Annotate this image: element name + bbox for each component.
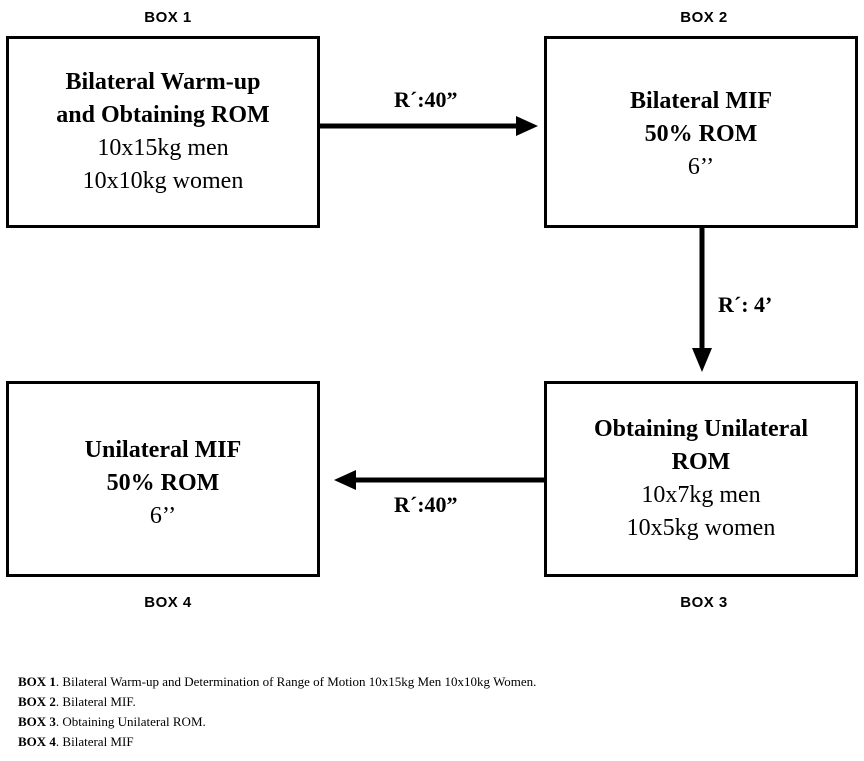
arrow-box3-to-box4-label: R´:40” (394, 492, 458, 517)
footnote-box-3: BOX 3. Obtaining Unilateral ROM. (18, 712, 536, 732)
box-3-label: BOX 3 (680, 594, 728, 611)
arrow-box3-to-box4 (334, 470, 544, 490)
box-1-men-load: 10x15kg men (97, 135, 229, 161)
footnote-box-1: BOX 1. Bilateral Warm-up and Determinati… (18, 672, 536, 692)
box-2: Bilateral MIF 50% ROM 6’’ (544, 36, 858, 228)
box-4-label: BOX 4 (144, 594, 192, 611)
box-1-title-line-2: and Obtaining ROM (56, 102, 270, 128)
box-3-title-line-2: ROM (671, 449, 731, 475)
footnote-box-4-key: BOX 4 (18, 734, 56, 749)
box-3: Obtaining Unilateral ROM 10x7kg men 10x5… (544, 381, 858, 577)
box-3-women-load: 10x5kg women (626, 515, 776, 541)
arrow-box1-to-box2-label: R´:40” (394, 87, 458, 112)
box-1-women-load: 10x10kg women (82, 168, 244, 194)
footnote-box-1-text: . Bilateral Warm-up and Determination of… (55, 674, 537, 689)
box-1: Bilateral Warm-up and Obtaining ROM 10x1… (6, 36, 320, 228)
arrow-box2-to-box3-label: R´: 4’ (718, 292, 773, 317)
box-1-title-line-1: Bilateral Warm-up (65, 69, 261, 95)
box-4: Unilateral MIF 50% ROM 6’’ (6, 381, 320, 577)
footnote-box-3-key: BOX 3 (18, 714, 56, 729)
box-3-title-line-1: Obtaining Unilateral (593, 416, 809, 442)
footnote-box-2: BOX 2. Bilateral MIF. (18, 692, 536, 712)
box-1-label: BOX 1 (144, 9, 192, 26)
box-2-title-line-1: Bilateral MIF (630, 88, 772, 114)
footnote-box-1-key: BOX 1 (18, 674, 56, 689)
footnote-box-4: BOX 4. Bilateral MIF (18, 732, 536, 752)
footnote-box-2-text: . Bilateral MIF. (55, 694, 136, 709)
footnotes: BOX 1. Bilateral Warm-up and Determinati… (18, 672, 536, 752)
footnote-box-3-text: . Obtaining Unilateral ROM. (55, 714, 206, 729)
footnote-box-2-key: BOX 2 (18, 694, 56, 709)
box-2-label: BOX 2 (680, 9, 728, 26)
box-3-men-load: 10x7kg men (641, 482, 761, 508)
arrow-box1-to-box2 (320, 116, 538, 136)
footnote-box-4-text: . Bilateral MIF (55, 734, 134, 749)
box-4-title-line-1: Unilateral MIF (84, 437, 242, 463)
box-4-title-line-2: 50% ROM (106, 470, 220, 496)
box-2-title-line-2: 50% ROM (644, 121, 758, 147)
arrow-box2-to-box3 (692, 228, 712, 372)
box-2-duration: 6’’ (687, 154, 715, 180)
box-4-duration: 6’’ (149, 503, 177, 529)
